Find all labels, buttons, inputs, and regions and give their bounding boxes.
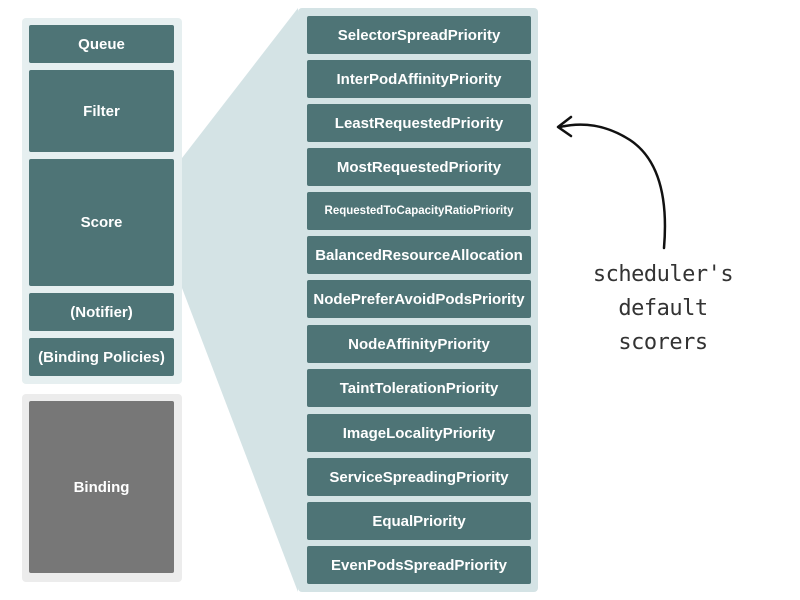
scorer-most-requested: MostRequestedPriority xyxy=(307,148,531,186)
scorer-image-locality: ImageLocalityPriority xyxy=(307,414,531,452)
scorer-service-spreading: ServiceSpreadingPriority xyxy=(307,458,531,496)
scorer-requested-to-capacity-ratio: RequestedToCapacityRatioPriority xyxy=(307,192,531,230)
filter-stage: Filter xyxy=(29,70,174,152)
annotation-text: scheduler's default scorers xyxy=(548,258,778,360)
scorer-inter-pod-affinity: InterPodAffinityPriority xyxy=(307,60,531,98)
scorer-least-requested: LeastRequestedPriority xyxy=(307,104,531,142)
scorer-even-pods-spread: EvenPodsSpreadPriority xyxy=(307,546,531,584)
scorer-selector-spread: SelectorSpreadPriority xyxy=(307,16,531,54)
binding-stage: Binding xyxy=(29,401,174,573)
score-stage: Score xyxy=(29,159,174,286)
scorer-taint-toleration: TaintTolerationPriority xyxy=(307,369,531,407)
notifier-stage: (Notifier) xyxy=(29,293,174,331)
binding-policies-stage: (Binding Policies) xyxy=(29,338,174,376)
scorer-balanced-resource-allocation: BalancedResourceAllocation xyxy=(307,236,531,274)
scorer-equal: EqualPriority xyxy=(307,502,531,540)
scorer-node-affinity: NodeAffinityPriority xyxy=(307,325,531,363)
queue-stage: Queue xyxy=(29,25,174,63)
annotation-line-2: scorers xyxy=(618,330,708,355)
annotation-line-1: scheduler's default xyxy=(592,262,734,321)
scorer-node-prefer-avoid-pods: NodePreferAvoidPodsPriority xyxy=(307,280,531,318)
